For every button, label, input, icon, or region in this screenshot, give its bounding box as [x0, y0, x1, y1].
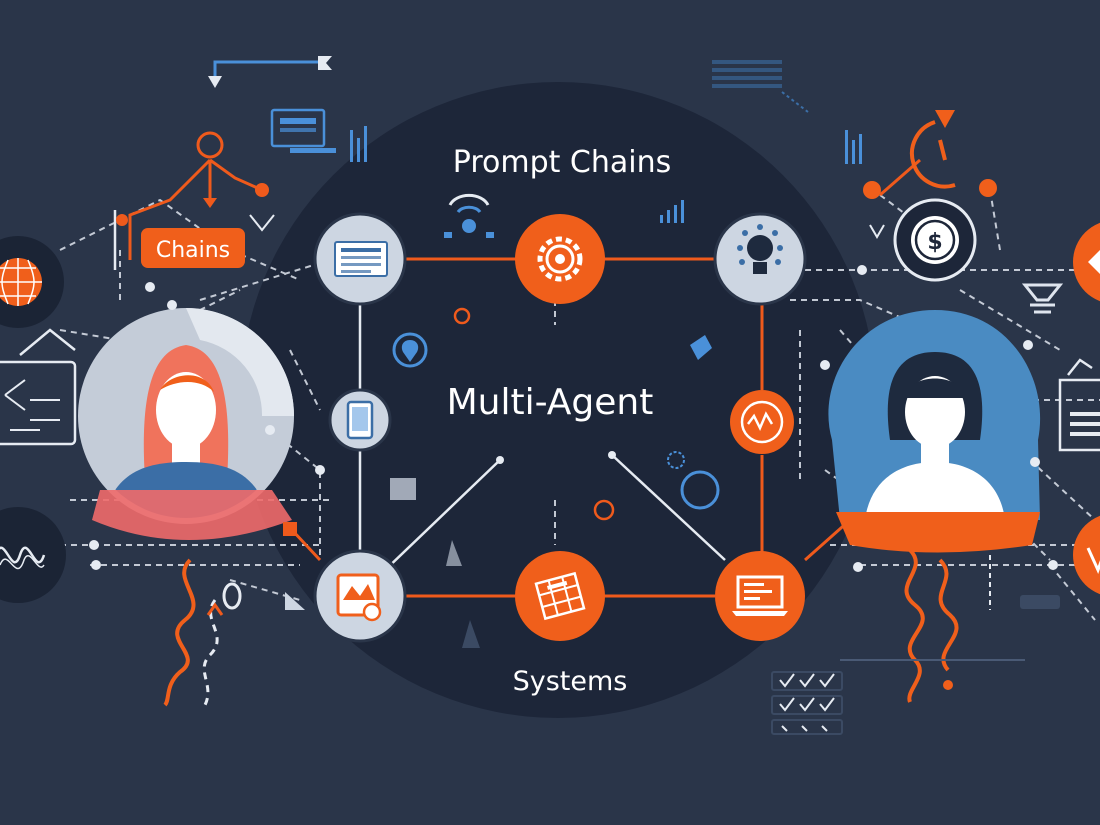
funnel-icon [1021, 283, 1064, 314]
top-right-cluster [863, 110, 1064, 314]
document-icon [334, 241, 388, 277]
document-panel-icon [1058, 378, 1100, 452]
checklist-deco [771, 671, 843, 735]
refresh-arrow-icon [909, 120, 956, 189]
orange-dot [863, 181, 881, 199]
orange-half-badge [1073, 222, 1100, 302]
chains-tag [141, 228, 245, 268]
title-systems: Systems [513, 666, 628, 697]
waveform-icon [0, 546, 46, 564]
bars-icon [350, 126, 367, 162]
node-dollar[interactable]: $ [893, 198, 977, 282]
orange-half-badge [1073, 515, 1100, 595]
orange-dot [255, 183, 269, 197]
title-multi-agent: Multi-Agent [447, 382, 654, 423]
orange-dot [979, 179, 997, 197]
monitor-icon [270, 108, 326, 148]
right-edge-icons [1020, 222, 1100, 609]
top-deco-icons [208, 56, 862, 238]
location-pin-icon [392, 332, 428, 368]
node-lightbulb[interactable] [713, 212, 807, 306]
node-signal[interactable] [730, 390, 794, 454]
node-document[interactable] [313, 212, 407, 306]
robot-arm-icon [690, 335, 712, 360]
orange-ring-node [196, 131, 224, 159]
orange-dot [116, 214, 128, 226]
node-grid[interactable] [515, 551, 605, 641]
grid-chip-icon [534, 571, 586, 621]
gear-icon [537, 236, 583, 282]
flowchart-panel-icon [0, 360, 77, 446]
bars-icon [845, 130, 862, 164]
laptop-icon [732, 575, 788, 616]
left-chain-cluster: Chains [116, 131, 275, 268]
node-image[interactable] [313, 549, 407, 643]
junction-dots [89, 265, 1058, 572]
flag-icon [318, 56, 332, 70]
left-squiggles [163, 522, 305, 707]
lightbulb-icon [737, 224, 783, 274]
title-prompt-chains: Prompt Chains [453, 145, 671, 180]
agent-left [78, 308, 294, 540]
dollar-icon: $ [927, 230, 942, 255]
orange-connectors [128, 158, 921, 598]
floating-deco [390, 307, 720, 648]
node-gear[interactable] [515, 214, 605, 304]
right-squiggles [840, 548, 1025, 703]
wifi-icon [448, 193, 490, 206]
agent-right [828, 310, 1041, 553]
bars-icon [660, 200, 684, 223]
small-gear-icon [667, 451, 685, 469]
signal-wave-icon [747, 411, 774, 431]
node-tablet[interactable] [328, 388, 392, 452]
chains-tag-label: Chains [156, 238, 230, 263]
tablet-icon [346, 400, 374, 440]
image-icon [336, 573, 382, 622]
dot-grid-deco [712, 60, 782, 88]
left-edge-icons [0, 236, 77, 603]
node-laptop[interactable] [715, 551, 805, 641]
solid-connectors [19, 210, 726, 576]
